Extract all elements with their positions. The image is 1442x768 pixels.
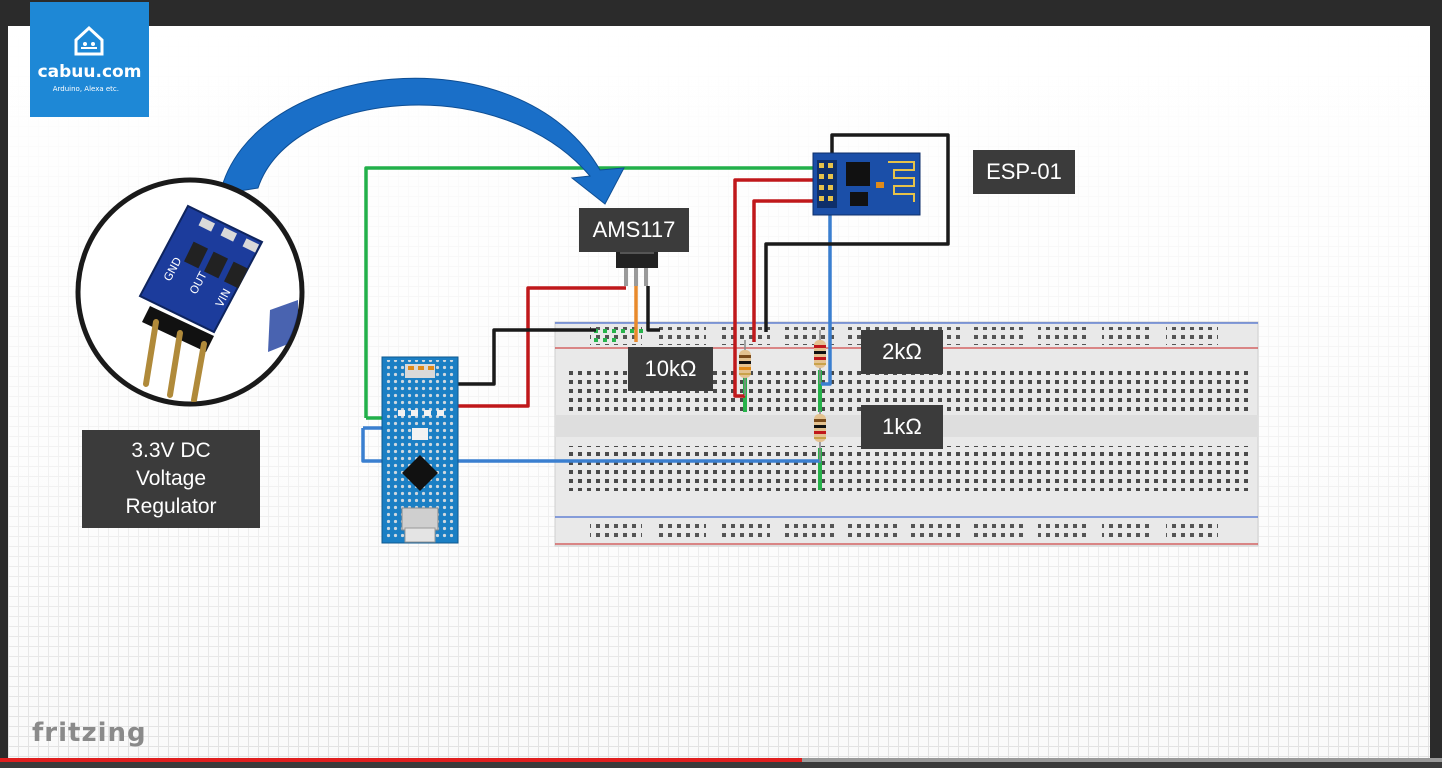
resistor-2k <box>814 330 826 384</box>
wire-red-3 <box>752 199 826 342</box>
wires <box>361 133 950 463</box>
regulator-label-line-2: Voltage <box>135 467 207 490</box>
wire-blue <box>821 196 832 386</box>
resistor-1k <box>814 410 826 462</box>
right-border <box>1430 26 1442 768</box>
wire-blue-2 <box>361 428 821 463</box>
resistor-10k-label: 10kΩ <box>628 347 713 391</box>
regulator-photo: GND OUT VIN <box>75 177 305 407</box>
wire-red-1 <box>458 286 626 408</box>
resistor-10k <box>739 340 751 396</box>
resistor-2k-label: 2kΩ <box>861 330 943 374</box>
logo-tagline: Arduino, Alexa etc. <box>52 85 119 93</box>
regulator-label: 3.3V DC Voltage Regulator <box>82 430 260 528</box>
wire-black-1 <box>458 328 596 386</box>
wire-black-2 <box>646 286 660 332</box>
wire-red-2 <box>733 178 826 398</box>
esp-label: ESP-01 <box>973 150 1075 194</box>
regulator-label-line-3: Regulator <box>125 495 217 518</box>
ams-label: AMS117 <box>579 208 689 252</box>
wire-green <box>364 166 826 418</box>
house-icon <box>74 25 104 56</box>
pointer-arrow <box>219 77 625 205</box>
top-bar <box>0 0 1442 26</box>
video-progress-buffer <box>802 758 1442 762</box>
wire-black-3 <box>764 133 950 332</box>
cabuu-logo[interactable]: cabuu.com Arduino, Alexa etc. <box>30 2 149 117</box>
breadboard <box>554 321 1259 547</box>
logo-brand: cabuu.com <box>37 62 142 82</box>
video-progress-fill[interactable] <box>0 758 802 762</box>
fritzing-watermark: fritzing <box>32 718 147 748</box>
video-progress-track[interactable] <box>0 758 1442 768</box>
arduino-nano <box>381 356 459 544</box>
esp01-module <box>812 152 921 216</box>
regulator-label-line-1: 3.3V DC <box>131 439 211 462</box>
resistor-1k-label: 1kΩ <box>861 405 943 449</box>
